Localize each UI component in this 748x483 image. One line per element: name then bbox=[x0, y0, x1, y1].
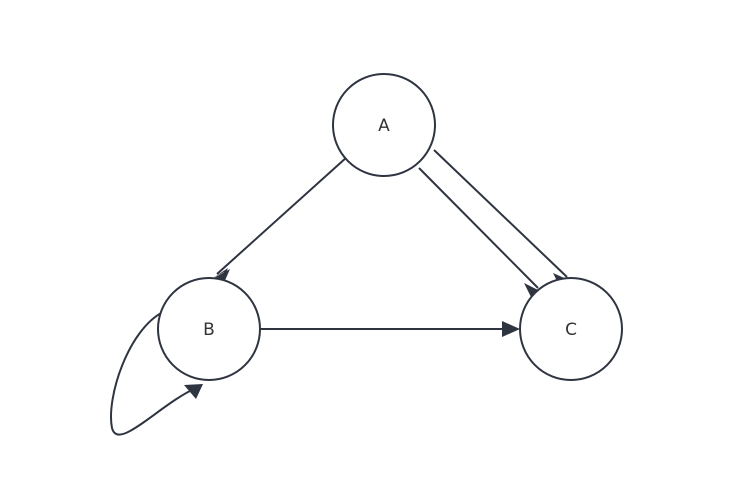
edge-b-to-c[interactable] bbox=[260, 321, 520, 337]
edge-a-to-b-arrowhead bbox=[213, 268, 228, 282]
edge-b-self-loop-arrowhead bbox=[184, 384, 203, 399]
node-c-circle bbox=[519, 277, 623, 381]
edge-a-to-c-2[interactable] bbox=[433, 149, 571, 289]
edge-b-self-loop-line bbox=[110, 311, 197, 436]
edge-b-to-c-arrowhead bbox=[502, 321, 520, 337]
node-group: A B C bbox=[157, 73, 623, 381]
node-c-label: C bbox=[565, 320, 577, 340]
edge-a-to-c-1[interactable] bbox=[418, 167, 542, 299]
edge-a-to-c-2-line bbox=[433, 149, 568, 278]
edge-a-to-c-1-line bbox=[418, 167, 539, 289]
edge-a-to-b-line bbox=[216, 156, 348, 275]
node-a[interactable]: A bbox=[332, 73, 436, 177]
node-c[interactable]: C bbox=[519, 277, 623, 381]
edge-b-self-loop[interactable] bbox=[110, 311, 203, 436]
node-a-label: A bbox=[378, 116, 390, 136]
edge-a-to-b[interactable] bbox=[212, 156, 348, 285]
node-b-label: B bbox=[203, 320, 215, 340]
node-a-circle bbox=[332, 73, 436, 177]
node-b[interactable]: B bbox=[157, 277, 261, 381]
node-b-circle bbox=[157, 277, 261, 381]
